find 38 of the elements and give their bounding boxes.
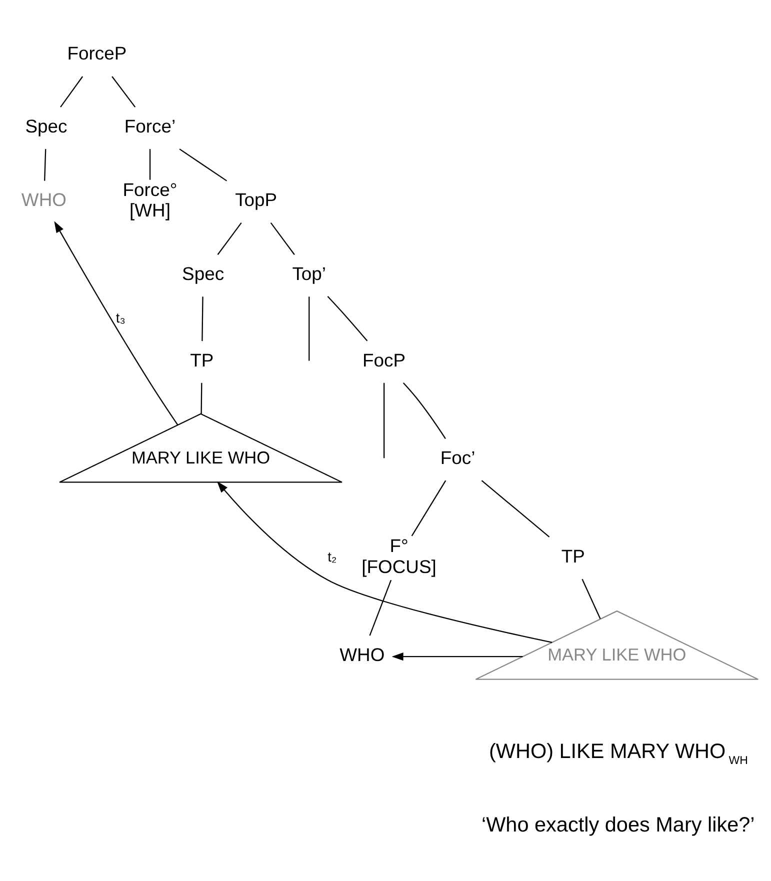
node-text: Top’	[292, 262, 326, 284]
node-text: Spec	[25, 114, 68, 136]
arrow	[392, 652, 523, 660]
node-text: FocP	[362, 348, 406, 370]
connector	[200, 382, 202, 414]
label: (WHO) LIKE MARY WHO$_{WH}$	[488, 739, 748, 766]
connector	[383, 382, 385, 458]
edge-label: t₃	[116, 308, 126, 325]
node-text: WHO	[340, 643, 385, 664]
connector	[411, 480, 446, 536]
node-text: Force’	[124, 114, 176, 136]
node-text: TP	[190, 348, 214, 370]
node-text: Force° [WH]	[122, 178, 178, 220]
connector	[202, 296, 204, 341]
node-text: F° [FOCUS]	[362, 534, 436, 576]
connector	[44, 148, 46, 180]
connector	[369, 579, 392, 636]
connector	[308, 296, 310, 360]
connector	[481, 480, 550, 537]
node-text: WHO	[21, 188, 66, 210]
node-text: ForceP	[67, 42, 127, 64]
node-text: TopP	[235, 188, 278, 210]
arrow	[54, 220, 178, 425]
connector	[60, 76, 84, 107]
arrow	[216, 480, 552, 642]
connector	[270, 222, 295, 254]
connector	[149, 148, 151, 180]
connector	[179, 148, 228, 181]
node-text: TP	[561, 544, 585, 566]
node-text: Spec	[182, 262, 224, 284]
connector	[217, 222, 242, 254]
label: ‘Who exactly does Mary like?’	[481, 813, 755, 836]
connector	[582, 578, 601, 619]
connector	[112, 76, 136, 107]
edge-label: t₂	[328, 548, 337, 564]
connector	[327, 295, 368, 341]
node-text: Foc’	[440, 446, 476, 468]
connector	[402, 382, 446, 438]
